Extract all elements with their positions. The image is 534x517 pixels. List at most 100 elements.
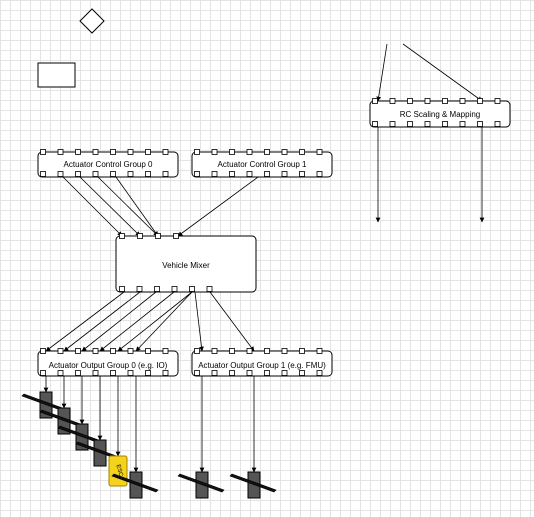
esc-box[interactable]: ESC [108, 455, 128, 487]
port[interactable] [173, 233, 179, 239]
port[interactable] [281, 149, 288, 155]
port[interactable] [246, 370, 253, 376]
port[interactable] [92, 171, 99, 177]
motor-icon[interactable] [75, 439, 123, 467]
port[interactable] [229, 171, 235, 177]
motor-icon[interactable] [229, 471, 277, 499]
port[interactable] [75, 149, 81, 155]
port[interactable] [194, 370, 200, 376]
port[interactable] [92, 370, 99, 376]
port[interactable] [137, 233, 143, 239]
port[interactable] [211, 171, 218, 177]
port[interactable] [119, 233, 125, 239]
port[interactable] [264, 370, 270, 376]
port[interactable] [40, 171, 46, 177]
port[interactable] [110, 149, 116, 155]
port[interactable] [229, 370, 235, 376]
port[interactable] [40, 149, 46, 155]
port[interactable] [281, 348, 288, 354]
port[interactable] [189, 286, 195, 292]
port[interactable] [145, 348, 151, 354]
port[interactable] [110, 370, 116, 376]
port[interactable] [211, 348, 218, 354]
port[interactable] [264, 171, 270, 177]
port[interactable] [162, 370, 169, 376]
port[interactable] [162, 149, 169, 155]
port[interactable] [75, 370, 81, 376]
port[interactable] [145, 370, 151, 376]
port[interactable] [389, 98, 396, 104]
port[interactable] [127, 171, 134, 177]
port[interactable] [372, 98, 378, 104]
port[interactable] [246, 171, 253, 177]
port[interactable] [299, 171, 305, 177]
port[interactable] [281, 370, 288, 376]
port[interactable] [494, 121, 501, 127]
port[interactable] [194, 348, 200, 354]
actuator-control-group-1[interactable]: Actuator Control Group 1 [191, 149, 333, 178]
port[interactable] [299, 348, 305, 354]
port[interactable] [40, 370, 46, 376]
port[interactable] [110, 348, 116, 354]
port[interactable] [494, 98, 501, 104]
port[interactable] [110, 171, 116, 177]
motor-icon[interactable] [177, 471, 225, 499]
port[interactable] [246, 149, 253, 155]
port[interactable] [424, 98, 431, 104]
port[interactable] [136, 286, 143, 292]
port[interactable] [316, 348, 323, 354]
port[interactable] [299, 370, 305, 376]
motor-icon[interactable] [111, 471, 159, 499]
port[interactable] [57, 149, 64, 155]
port[interactable] [127, 370, 134, 376]
port[interactable] [459, 121, 466, 127]
port[interactable] [442, 98, 448, 104]
port[interactable] [162, 171, 169, 177]
port[interactable] [119, 286, 125, 292]
port[interactable] [372, 121, 378, 127]
port[interactable] [264, 348, 270, 354]
port[interactable] [40, 348, 46, 354]
port[interactable] [459, 98, 466, 104]
port[interactable] [92, 348, 99, 354]
vehicle-mixer-block[interactable]: Vehicle Mixer [115, 233, 257, 293]
actuator-output-group-0[interactable]: Actuator Output Group 0 (e.g. IO) [37, 348, 179, 377]
port[interactable] [316, 149, 323, 155]
port[interactable] [127, 149, 134, 155]
rectangle-shape[interactable] [37, 62, 76, 88]
port[interactable] [281, 171, 288, 177]
port[interactable] [75, 348, 81, 354]
port[interactable] [299, 149, 305, 155]
port[interactable] [145, 171, 151, 177]
port[interactable] [389, 121, 396, 127]
port[interactable] [206, 286, 213, 292]
port[interactable] [211, 149, 218, 155]
port[interactable] [57, 370, 64, 376]
port[interactable] [171, 286, 178, 292]
port[interactable] [246, 348, 253, 354]
port[interactable] [211, 370, 218, 376]
port[interactable] [194, 171, 200, 177]
port[interactable] [155, 233, 161, 239]
port[interactable] [316, 171, 323, 177]
port[interactable] [162, 348, 169, 354]
port[interactable] [424, 121, 431, 127]
actuator-output-group-1[interactable]: Actuator Output Group 1 (e.g. FMU) [191, 348, 333, 377]
port[interactable] [477, 121, 483, 127]
port[interactable] [407, 121, 413, 127]
port[interactable] [127, 348, 134, 354]
port[interactable] [229, 348, 235, 354]
port[interactable] [442, 121, 448, 127]
port[interactable] [229, 149, 235, 155]
port[interactable] [154, 286, 160, 292]
diamond-shape[interactable] [79, 8, 105, 34]
port[interactable] [316, 370, 323, 376]
port[interactable] [75, 171, 81, 177]
actuator-control-group-0[interactable]: Actuator Control Group 0 [37, 149, 179, 178]
port[interactable] [407, 98, 413, 104]
port[interactable] [477, 98, 483, 104]
port[interactable] [57, 171, 64, 177]
port[interactable] [264, 149, 270, 155]
port[interactable] [145, 149, 151, 155]
rc-scaling-block[interactable]: RC Scaling & Mapping [369, 98, 511, 128]
